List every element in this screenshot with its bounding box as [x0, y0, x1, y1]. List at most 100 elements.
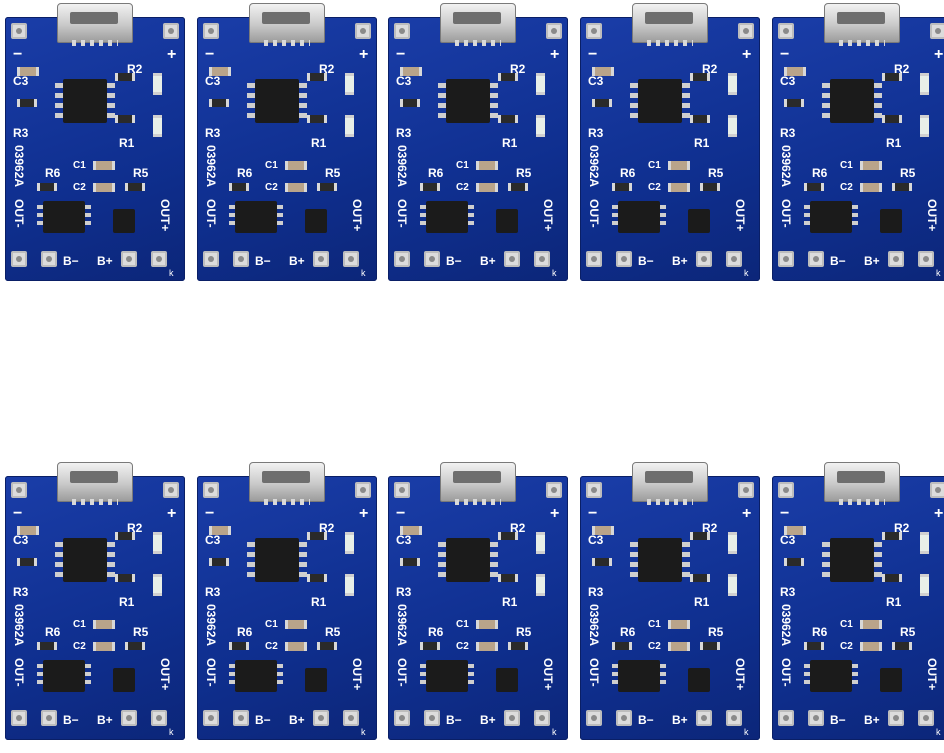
solder-pad: [918, 710, 934, 726]
label-b-minus: B−: [446, 254, 462, 268]
mosfet: [305, 209, 327, 233]
resistor: [700, 183, 720, 191]
label-c3: C3: [205, 533, 221, 547]
resistor: [592, 558, 612, 566]
label-c2: C2: [648, 641, 661, 652]
pcb: [580, 17, 760, 281]
solder-pad: [778, 482, 794, 498]
solder-pad: [546, 23, 562, 39]
capacitor: [285, 620, 307, 629]
solder-pad: [778, 23, 794, 39]
label-r3: R3: [780, 126, 796, 140]
label-model: 03962A: [779, 145, 793, 188]
solder-pad: [394, 23, 410, 39]
solder-pad: [534, 251, 550, 267]
protection-ic: [420, 201, 474, 233]
label-minus: −: [396, 505, 406, 522]
resistor: [804, 642, 824, 650]
label-c2: C2: [840, 182, 853, 193]
pcb: [388, 476, 568, 740]
label-r6: R6: [812, 625, 828, 639]
label-c3: C3: [13, 533, 29, 547]
label-out-plus: OUT+: [541, 658, 555, 691]
solder-pad: [930, 482, 944, 498]
usb-port-slot: [70, 12, 118, 24]
label-c1: C1: [648, 160, 661, 171]
solder-pad: [778, 710, 794, 726]
usb-pins: [647, 499, 693, 505]
solder-pad: [203, 482, 219, 498]
label-plus: +: [742, 46, 752, 63]
label-minus: −: [780, 505, 790, 522]
label-b-minus: B−: [830, 713, 846, 727]
label-out-plus: OUT+: [158, 199, 172, 232]
capacitor: [784, 67, 806, 76]
solder-pad: [11, 23, 27, 39]
capacitor: [285, 161, 307, 170]
capacitor: [93, 642, 115, 651]
label-minus: −: [588, 46, 598, 63]
label-b-plus: B+: [97, 254, 113, 268]
resistor: [17, 558, 37, 566]
status-led: [728, 73, 737, 95]
capacitor: [17, 526, 39, 535]
solder-pad: [394, 482, 410, 498]
status-led: [153, 532, 162, 554]
label-r2: R2: [510, 62, 526, 76]
resistor: [125, 642, 145, 650]
charger-board-top-2: + − C3 R3 R2 R1 R6 R5 C1 C2 03962A OUT- …: [197, 3, 377, 281]
label-c2: C2: [648, 182, 661, 193]
label-r1: R1: [502, 595, 518, 609]
status-led: [728, 115, 737, 137]
solder-pad: [696, 251, 712, 267]
label-minus: −: [588, 505, 598, 522]
usb-port-slot: [262, 471, 310, 483]
label-b-minus: B−: [638, 254, 654, 268]
usb-pins: [839, 40, 885, 46]
resistor: [209, 558, 229, 566]
solder-pad: [163, 23, 179, 39]
solder-pad: [355, 482, 371, 498]
label-out-minus: OUT-: [12, 199, 26, 228]
mosfet: [496, 668, 518, 692]
charger-ic: [247, 538, 307, 582]
resistor: [498, 574, 518, 582]
label-out-minus: OUT-: [587, 199, 601, 228]
resistor: [498, 532, 518, 540]
label-plus: +: [550, 505, 560, 522]
label-b-plus: B+: [864, 713, 880, 727]
label-out-plus: OUT+: [925, 199, 939, 232]
label-model: 03962A: [587, 604, 601, 647]
solder-pad: [233, 251, 249, 267]
label-plus: +: [359, 46, 369, 63]
solder-pad: [616, 251, 632, 267]
resistor: [229, 183, 249, 191]
label-r6: R6: [620, 166, 636, 180]
resistor: [690, 574, 710, 582]
label-c3: C3: [13, 74, 29, 88]
label-b-plus: B+: [480, 713, 496, 727]
label-b-plus: B+: [672, 713, 688, 727]
protection-ic: [804, 201, 858, 233]
label-r6: R6: [45, 166, 61, 180]
usb-port-slot: [837, 12, 885, 24]
mosfet: [113, 209, 135, 233]
label-b-plus: B+: [672, 254, 688, 268]
label-plus: +: [550, 46, 560, 63]
solder-pad: [534, 710, 550, 726]
charger-ic: [55, 538, 115, 582]
usb-pins: [264, 499, 310, 505]
resistor: [420, 183, 440, 191]
label-out-minus: OUT-: [395, 658, 409, 687]
solder-pad: [586, 482, 602, 498]
solder-pad: [343, 710, 359, 726]
capacitor: [860, 183, 882, 192]
label-r6: R6: [812, 166, 828, 180]
status-led: [920, 115, 929, 137]
label-r6: R6: [620, 625, 636, 639]
charger-ic: [822, 538, 882, 582]
protection-ic: [37, 660, 91, 692]
label-c3: C3: [780, 533, 796, 547]
label-out-minus: OUT-: [779, 658, 793, 687]
resistor: [229, 642, 249, 650]
